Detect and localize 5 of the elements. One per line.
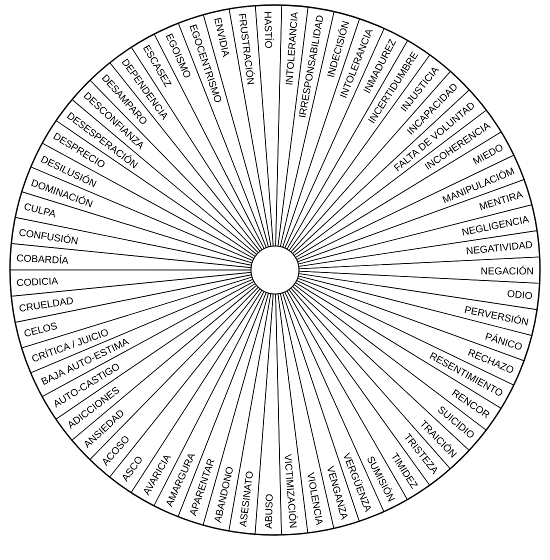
wheel-sector: COBARDÍA <box>10 243 252 270</box>
wheel-sector: VICTIMIZACIÓN <box>275 293 308 536</box>
wheel-sector: ABUSO <box>254 294 282 536</box>
wheel-sector: NEGACIÓN <box>298 256 540 284</box>
wheel-sector: CODICIA <box>10 270 252 297</box>
